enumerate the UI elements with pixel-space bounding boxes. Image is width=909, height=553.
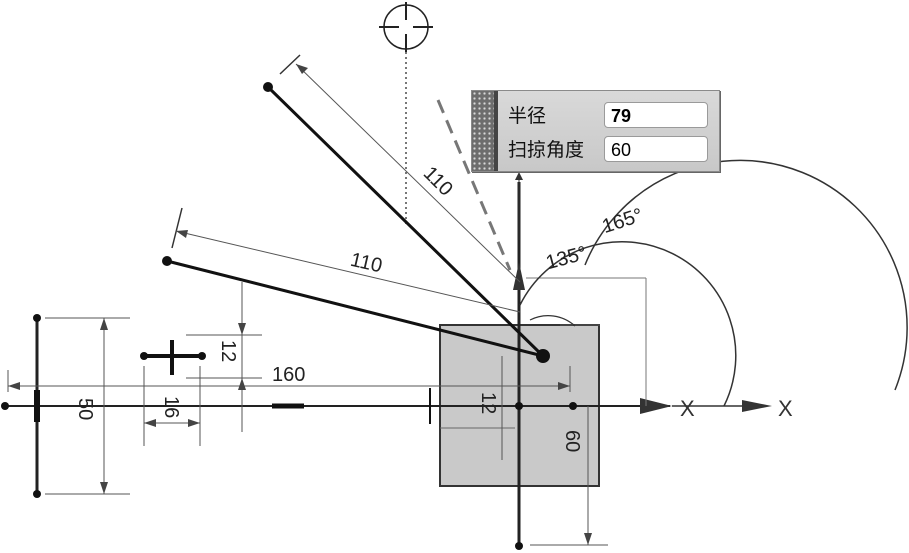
dim-arrow	[176, 230, 188, 238]
upper-line-endpoint[interactable]	[263, 82, 273, 92]
center-point[interactable]	[515, 402, 523, 410]
dim-arrow	[8, 382, 20, 390]
radius-input[interactable]: 79	[604, 101, 708, 128]
dim-arrow	[238, 378, 246, 390]
left-axis-marker	[34, 390, 40, 422]
lower-line[interactable]	[166, 259, 544, 358]
dim-arrow	[238, 323, 246, 335]
bottom-endpoint[interactable]	[515, 542, 523, 550]
x-axis-arrow-inner	[640, 398, 672, 414]
dim-arrow	[188, 419, 200, 427]
pivot-point[interactable]	[536, 349, 550, 363]
drag-grip-handle[interactable]	[472, 91, 494, 171]
radius-row: 半径 79	[508, 101, 708, 128]
x-axis-label-outer: X	[778, 396, 793, 421]
dim-left-height: 50	[74, 398, 96, 420]
upper-line-dimension	[295, 63, 521, 283]
dim-arrow	[584, 533, 592, 545]
dim-horizontal-offset: 160	[272, 364, 305, 386]
dim-angle-inner: 135°	[544, 242, 590, 274]
y-axis-arrow-top	[513, 262, 525, 290]
dim-arrow	[144, 419, 156, 427]
lower-line-endpoint[interactable]	[162, 256, 172, 266]
left-axis-endpoint[interactable]	[1, 402, 9, 410]
slot-endpoint-right[interactable]	[198, 352, 206, 360]
x-axis-label-inner: X	[680, 396, 695, 421]
arc-135	[519, 241, 737, 407]
right-point[interactable]	[569, 402, 577, 410]
slot-endpoint-left[interactable]	[140, 352, 148, 360]
radius-arrow-top	[515, 172, 523, 180]
dim-small-vertical: 12	[217, 340, 239, 362]
grip-divider	[494, 91, 498, 171]
dim-ext-line	[279, 54, 301, 75]
sweep-angle-input[interactable]: 60	[604, 135, 708, 162]
sweep-row: 扫掠角度 60	[508, 135, 708, 162]
dim-arrow	[296, 64, 308, 74]
sweep-angle-label: 扫掠角度	[508, 139, 585, 161]
x-axis-arrow-outer	[742, 400, 772, 412]
dim-upper-line: 110	[419, 162, 457, 200]
preview-dashed-line	[436, 99, 512, 271]
dim-center-vertical: 12	[477, 392, 499, 414]
lower-line-dimension	[175, 230, 521, 313]
crosshair-cursor-icon	[379, 2, 433, 52]
left-bottom-endpoint[interactable]	[33, 490, 41, 498]
dim-arrow	[100, 318, 108, 330]
dim-small-width: 16	[160, 396, 182, 418]
arc-165	[584, 159, 908, 391]
dim-block-height: 60	[561, 430, 583, 452]
dim-arrow	[100, 482, 108, 494]
arc-small	[529, 315, 576, 327]
left-top-endpoint[interactable]	[33, 314, 41, 322]
dynamic-input-box[interactable]: 半径 79 扫掠角度 60	[471, 90, 720, 172]
dim-arrow	[558, 382, 570, 390]
dim-angle-outer: 165°	[599, 204, 645, 238]
radius-label: 半径	[508, 105, 547, 127]
dim-ext-line	[171, 207, 183, 249]
upper-line[interactable]	[266, 85, 545, 358]
